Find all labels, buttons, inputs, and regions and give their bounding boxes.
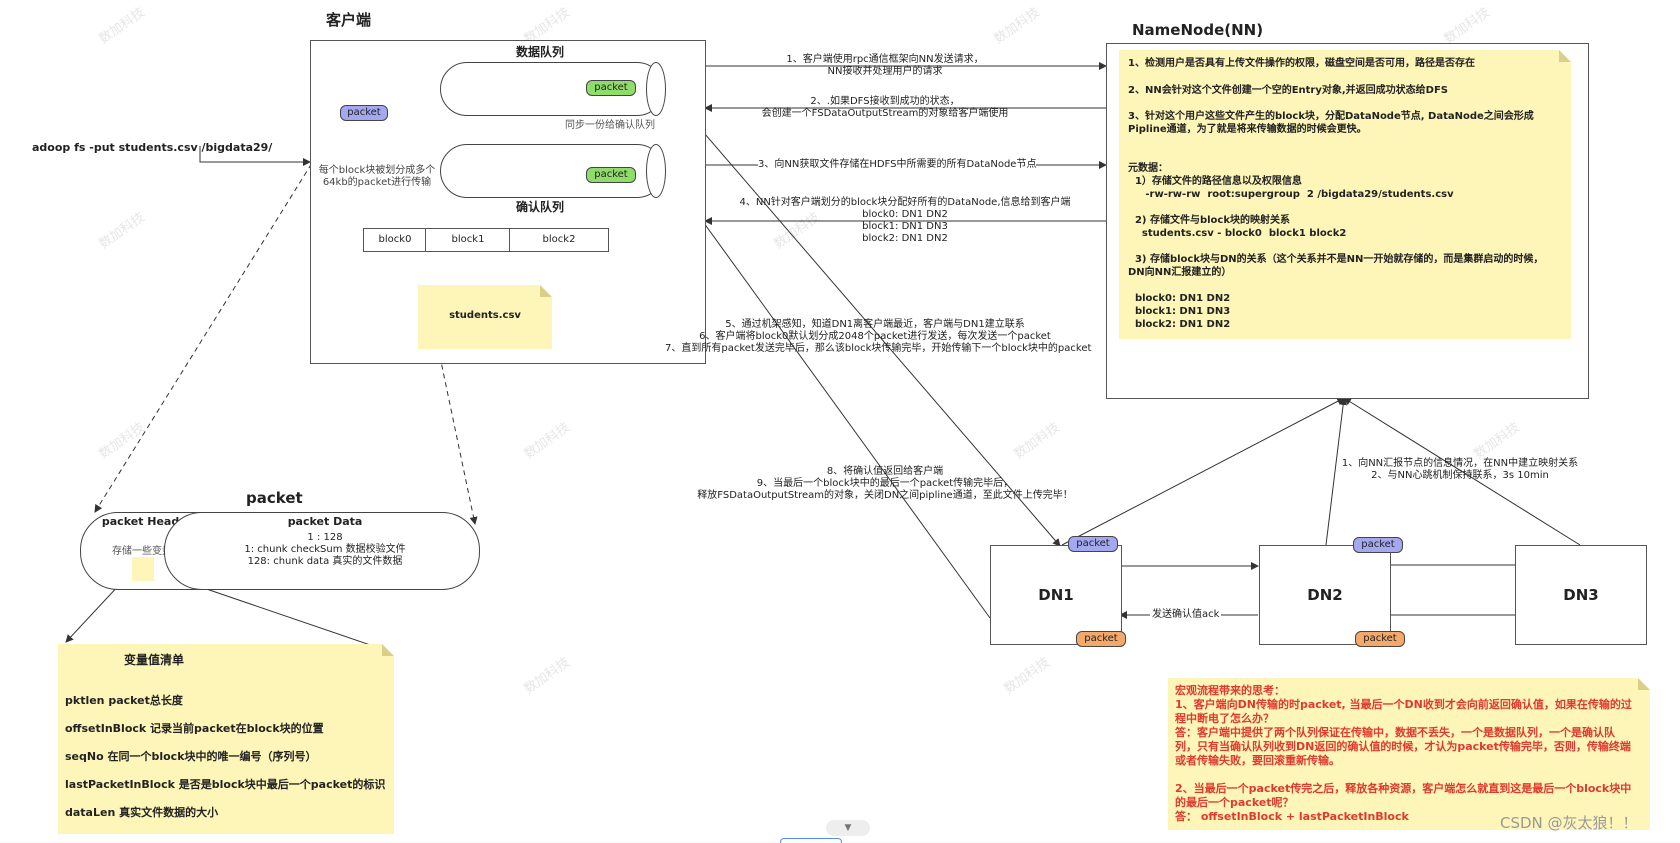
nn-line: 3、针对这个用户这些文件产生的block块，分配DataNode节点, Data… bbox=[1128, 111, 1534, 122]
nn-line: 1、检测用户是否具有上传文件操作的权限，磁盘空间是否可用，路径是否存在 bbox=[1128, 58, 1475, 69]
arrow-1-label-2: NN接收并处理用户的请求 bbox=[827, 66, 943, 77]
ack-queue-title: 确认队列 bbox=[515, 200, 564, 214]
csdn-footer: CSDN @灰太狼！！ bbox=[1500, 814, 1638, 832]
thinking-note bbox=[1168, 678, 1650, 830]
arrow-4-label-3: block1: DN1 DN3 bbox=[862, 221, 948, 232]
data-queue-cap bbox=[646, 62, 666, 116]
block0-cell: block0 bbox=[363, 228, 427, 252]
datanode-dn3: DN3 bbox=[1515, 545, 1647, 645]
dashed-to-header bbox=[94, 117, 341, 513]
packet-data-line-2: 1: chunk checkSum 数据校验文件 bbox=[244, 544, 406, 555]
thinking-line: 2、当最后一个packet传完之后，释放各种资源，客户端怎么就直到这是最后一个b… bbox=[1175, 782, 1632, 795]
client-to-dn1-arrow bbox=[666, 89, 1061, 547]
arrow-4-label-2: block0: DN1 DN2 bbox=[862, 209, 948, 220]
arrow-6-label: 6、客户端将block0默认划分成2048个packet进行发送，每次发送一个p… bbox=[699, 331, 1051, 342]
nn-line: block2: DN1 DN2 bbox=[1128, 319, 1231, 330]
report-label-2: 2、与NN心跳机制保持联系，3s 10min bbox=[1371, 470, 1549, 481]
block2-cell: block2 bbox=[509, 228, 609, 252]
variable-item: offsetInBlock 记录当前packet在block块的位置 bbox=[65, 722, 324, 735]
packet-header-desc: 存储一些变量值 bbox=[112, 546, 182, 557]
scroll-handle[interactable] bbox=[780, 838, 842, 843]
students-file-label: students.csv bbox=[449, 310, 521, 321]
nn-line: block0: DN1 DN2 bbox=[1128, 293, 1231, 304]
collapse-toggle[interactable]: ▼ bbox=[826, 820, 870, 836]
arrow-2-label-2: 会创建一个FSDataOutputStream的对象给客户端使用 bbox=[761, 108, 1009, 119]
nn-line: block1: DN1 DN3 bbox=[1128, 306, 1231, 317]
thinking-line: 宏观流程带来的思考： bbox=[1175, 684, 1285, 697]
ack-queue bbox=[440, 144, 664, 198]
packet-header-title: packet Header bbox=[101, 515, 193, 528]
dn1-packet: packet bbox=[1068, 536, 1118, 552]
packet-data-shape bbox=[164, 512, 480, 590]
nn-line: 3) 存储block块与DN的关系（这个关系并不是NN一开始就存储的，而是集群启… bbox=[1128, 254, 1544, 265]
hdfs-put-command: adoop fs -put students.csv /bigdata29/ bbox=[32, 141, 273, 154]
dn2-ack-packet: packet bbox=[1355, 631, 1405, 647]
variable-item: seqNo 在同一个block块中的唯一编号（序列号） bbox=[65, 750, 317, 763]
packet-data-line-1: 1 : 128 bbox=[307, 532, 343, 543]
client-title: 客户端 bbox=[326, 11, 372, 29]
thinking-line: 列，只有当确认队列收到DN返回的确认值的时候，才认为packet传输完毕，否则，… bbox=[1175, 740, 1631, 753]
arrow-9-label-2: 释放FSDataOutputStream的对象，关闭DN之间pipline通道，… bbox=[697, 490, 1073, 501]
report-label-1: 1、向NN汇报节点的信息情况，在NN中建立映射关系 bbox=[1341, 458, 1579, 469]
variable-item: lastPacketInBlock 是否是block块中最后一个packet的标… bbox=[65, 778, 386, 791]
dn2-packet: packet bbox=[1353, 537, 1403, 553]
dn1-ack-packet: packet bbox=[1076, 631, 1126, 647]
ack-queue-packet: packet bbox=[586, 167, 636, 183]
arrow-5-label: 5、通过机架感知，知道DN1离客户端最近，客户端与DN1建立联系 bbox=[725, 319, 1025, 330]
students-file-note bbox=[418, 285, 552, 349]
packet-data-title: packet Data bbox=[287, 515, 363, 528]
namenode-title: NameNode(NN) bbox=[1132, 21, 1264, 39]
arrow-8-label: 8、将确认值返回给客户端 bbox=[826, 466, 944, 477]
data-queue-title: 数据队列 bbox=[515, 45, 564, 59]
datanode-dn2: DN2 bbox=[1259, 545, 1391, 645]
block1-cell: block1 bbox=[425, 228, 511, 252]
thinking-line: 的最后一个packet呢？ bbox=[1175, 796, 1294, 809]
header-note-mark bbox=[132, 557, 154, 581]
thinking-line: 答：客户端中提供了两个队列保证在传输中，数据不丢失，一个是数据队列，一个是确认队 bbox=[1175, 726, 1615, 739]
thinking-line: 答： offsetInBlock + lastPacketInBlock bbox=[1175, 810, 1409, 823]
arrow-4-label-1: 4、NN针对客户端划分的block块分配好所有的DataNode,信息给到客户端 bbox=[739, 197, 1071, 208]
client-packet: packet bbox=[340, 105, 388, 121]
thinking-line: 1、客户端向DN传输的时packet, 当最后一个DN收到才会向前返回确认值，如… bbox=[1175, 698, 1632, 711]
dn1-to-client-arrow bbox=[666, 171, 991, 619]
arrow-4-label-4: block2: DN1 DN2 bbox=[862, 233, 948, 244]
arrow-9-label: 9、当最后一个block块中的最后一个packet传输完毕后， bbox=[756, 478, 1014, 489]
split-note-1: 每个block块被划分成多个 bbox=[318, 165, 436, 176]
sync-note: 同步一份给确认队列 bbox=[565, 120, 655, 131]
datanode-dn1: DN1 bbox=[990, 545, 1122, 645]
dn2-report-arrow bbox=[1325, 397, 1348, 546]
data-queue-packet: packet bbox=[586, 80, 636, 96]
variable-list-note bbox=[58, 644, 394, 834]
ack-queue-cap bbox=[646, 144, 666, 198]
thinking-line: 或者传输失败，要回滚重新传输。 bbox=[1175, 754, 1340, 767]
arrow-7-label: 7、直到所有packet发送完毕后，那么该block块传输完毕，开始传输下一个b… bbox=[665, 343, 1092, 354]
variable-item: pktlen packet总长度 bbox=[65, 694, 183, 707]
nn-line: students.csv - block0 block1 block2 bbox=[1128, 228, 1347, 239]
thinking-line: 程中断电了怎么办？ bbox=[1175, 712, 1274, 725]
command-arrow bbox=[199, 146, 311, 166]
namenode-note bbox=[1119, 50, 1571, 339]
variable-item: dataLen 真实文件数据的大小 bbox=[65, 806, 219, 819]
packet-title: packet bbox=[246, 489, 303, 507]
nn-line: 元数据： bbox=[1128, 163, 1168, 174]
ack-label: 发送确认值ack bbox=[1150, 609, 1222, 622]
dn3-report-arrow bbox=[1343, 397, 1581, 546]
nn-line: 1）存储文件的路径信息以及权限信息 bbox=[1128, 176, 1302, 187]
nn-line: 2、NN会针对这个文件创建一个空的Entry对象,并返回成功状态给DFS bbox=[1128, 85, 1449, 96]
nn-line: 2) 存储文件与block块的映射关系 bbox=[1128, 215, 1291, 226]
nn-line: DN向NN汇报建立的） bbox=[1128, 267, 1232, 278]
split-note-2: 64kb的packet进行传输 bbox=[322, 177, 432, 188]
nn-line: Pipline通道，为了就是将来传输数据的时候会更快。 bbox=[1128, 124, 1367, 135]
arrow-2-label-1: 2、.如果DFS接收到成功的状态， bbox=[810, 96, 960, 107]
arrow-3-label: 3、向NN获取文件存储在HDFS中所需要的所有DataNode节点 bbox=[758, 159, 1037, 172]
packet-data-line-3: 128: chunk data 真实的文件数据 bbox=[247, 556, 403, 567]
arrow-1-label-1: 1、客户端使用rpc通信框架向NN发送请求， bbox=[786, 54, 984, 65]
nn-line: -rw-rw-rw root:supergroup 2 /bigdata29/s… bbox=[1128, 189, 1454, 200]
dn1-report-arrow bbox=[1061, 397, 1345, 546]
variable-list-title: 变量值清单 bbox=[124, 653, 185, 667]
